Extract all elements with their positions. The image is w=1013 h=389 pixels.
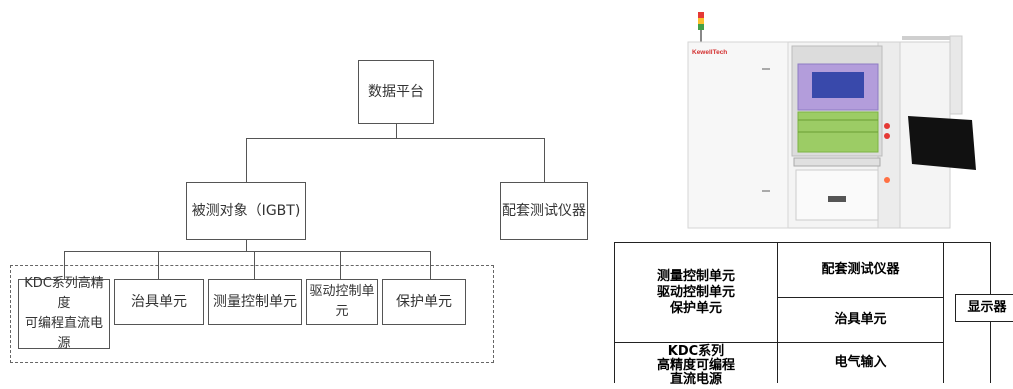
measurement-control-node: 测量控制单元 (208, 279, 302, 325)
dc-power-supply-node: KDC系列高精度 可编程直流电源 (18, 276, 110, 351)
data-platform-node: 数据平台 (358, 60, 434, 124)
connector (544, 138, 545, 182)
table-cell-electrical-input: 电气输入 (834, 355, 887, 370)
test-instrument-node: 配套测试仪器 (500, 182, 588, 240)
table-cell-power-supply: KDC系列 高精度可编程 直流电源 (656, 344, 735, 387)
table-line (614, 242, 615, 383)
table-line (777, 297, 943, 298)
connector (246, 138, 247, 182)
table-cell-control-units: 测量控制单元 驱动控制单元 保护单元 (656, 269, 735, 316)
table-line (990, 242, 991, 294)
table-cell-fixture: 治具单元 (834, 312, 887, 327)
table-cell-test-instrument: 配套测试仪器 (821, 262, 900, 277)
connector (396, 124, 397, 138)
connector (246, 138, 545, 139)
drive-control-node: 驱动控制单元 (306, 279, 378, 325)
test-system-machine-image: KewellTech (687, 12, 976, 229)
brand-logo: KewellTech (692, 49, 727, 56)
table-line (777, 242, 778, 383)
table-line (614, 242, 944, 243)
device-under-test-node: 被测对象（IGBT) (186, 182, 306, 240)
connector (64, 251, 430, 252)
fixture-unit-node: 治具单元 (114, 279, 204, 325)
protection-unit-node: 保护单元 (382, 279, 466, 325)
display-label: 显示器 (955, 294, 1013, 322)
dashed-group (10, 265, 494, 363)
table-line (614, 342, 943, 343)
table-line (990, 322, 991, 383)
connector (246, 240, 247, 252)
table-line (943, 242, 944, 383)
table-line (943, 242, 991, 243)
